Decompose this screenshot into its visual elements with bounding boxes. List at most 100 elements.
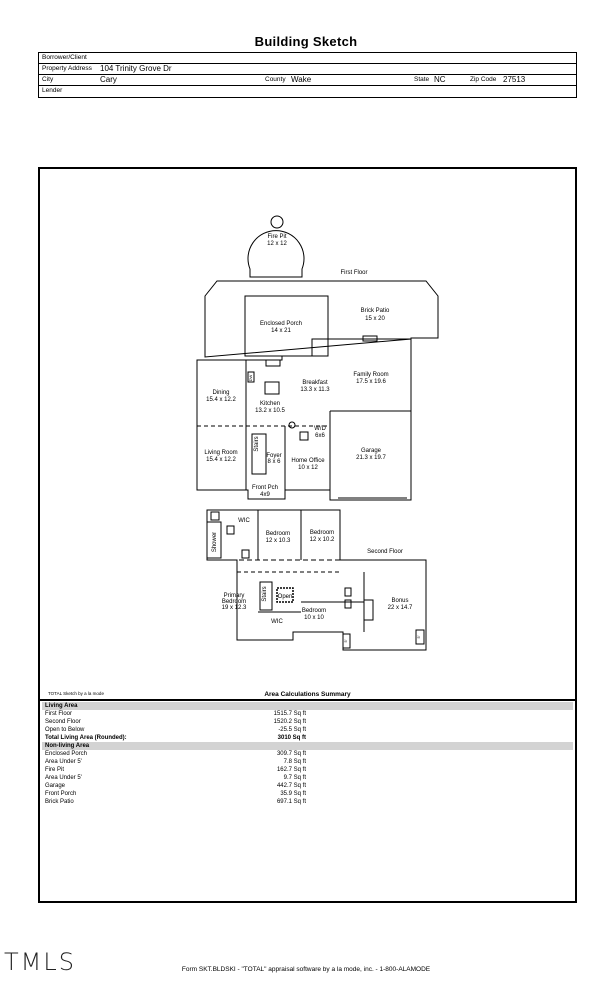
room-bedroom-c-name: Bedroom [302,608,326,614]
property-info-table: Borrower/Client Property Address 104 Tri… [38,52,577,98]
room-wd-dims: 6x6 [315,433,325,439]
fire-pit-name: Fire Pit [267,234,286,240]
shower-label: Shower [212,532,218,552]
sink-a-icon [226,525,235,535]
state-value: NC [434,75,446,84]
zip-label: Zip Code [470,76,497,83]
property-label: Property Address [42,65,92,72]
zip-value: 27513 [503,75,526,84]
room-kitchen-dims: 13.2 x 10.5 [255,408,285,414]
wic-a-label: WIC [238,518,250,524]
lender-label: Lender [42,87,63,94]
room-bedroom-a-name: Bedroom [266,531,290,537]
tmls-logo: TMLS [4,948,76,976]
sink-d-icon [344,599,352,609]
enclosed-porch-outline [244,295,329,357]
room-foyer-dims: 8 x 6 [267,459,281,465]
fire-pit-dims: 12 x 12 [267,241,287,247]
floor-plan-sketch: Fire Pit 12 x 12 First Floor Brick Patio… [196,215,439,651]
calc-row-value: 7.8 Sq ft [283,759,306,765]
range-icon [265,359,281,367]
calc-row-value: -25.5 Sq ft [278,727,306,733]
room-primary-dims: 19 x 12.3 [222,605,247,611]
dw-icon [247,371,255,383]
room-bedroom-a-dims: 12 x 10.3 [266,538,291,544]
sketch-credit: TOTAL Sketch by a la mode [48,691,104,696]
dw-label: DW [248,374,253,381]
patio-outline [204,280,439,358]
calc-row-name: Area Under 5' [45,775,82,781]
calc-row-name: Non-living Area [45,743,90,749]
calc-row-value: 3010 Sq ft [277,735,306,741]
island-icon [264,381,280,395]
property-row: Property Address 104 Trinity Grove Dr [39,64,576,75]
stairs-second-label: Stairs [262,586,268,601]
low-ceiling-b [415,629,425,645]
fire-pit: Fire Pit 12 x 12 [247,215,305,278]
calc-row-name: Area Under 5' [45,759,82,765]
borrower-row: Borrower/Client [39,53,576,64]
tub-icon [363,599,374,621]
sketch-frame: Fire Pit 12 x 12 First Floor Brick Patio… [38,167,577,903]
room-garage-name: Garage [361,448,382,454]
calc-row-name: Front Porch [45,791,77,797]
form-footer: Form SKT.BLDSKI - "TOTAL" appraisal soft… [181,966,431,973]
calc-row-name: Brick Patio [45,799,74,805]
room-brick-patio-name: Brick Patio [361,308,390,314]
room-dining-name: Dining [212,390,229,396]
calc-row-value: 442.7 Sq ft [276,783,306,789]
calc-row: Brick Patio 697.1 Sq ft [42,798,573,806]
room-front-porch-dims: 4x9 [260,492,270,498]
calc-row: First Floor 1515.7 Sq ft [42,710,573,718]
calc-row-name: Total Living Area (Rounded): [45,735,127,741]
calc-row-value: 697.1 Sq ft [276,799,306,805]
calc-row-name: Garage [45,783,66,789]
calc-row-name: Open to Below [45,727,85,733]
lender-row: Lender [39,86,576,97]
sink-c-icon [344,587,352,597]
shower-icon [206,521,222,559]
room-enclosed-porch-name: Enclosed Porch [260,321,302,327]
page-title: Building Sketch [254,34,358,49]
calc-row-value: 9.7 Sq ft [283,775,306,781]
room-bedroom-b-dims: 12 x 10.2 [310,537,335,543]
calc-row-value: 1515.7 Sq ft [273,711,306,717]
calc-row: Area Under 5' 7.8 Sq ft [42,758,573,766]
open-label: Open [278,594,293,600]
room-wd-name: W/D [314,426,326,432]
room-primary-name2: Bedroom [222,599,246,605]
calc-row: Open to Below -25.5 Sq ft [42,726,573,734]
calc-row-value: 1520.2 Sq ft [273,719,306,725]
second-floor-label: Second Floor [367,549,403,555]
stairs-second [259,581,273,611]
calc-row-value: 35.9 Sq ft [280,791,306,797]
low-ceiling-a [342,633,351,649]
calc-row: Living Area [42,702,573,710]
five-ft-b-label: 5' [416,635,421,638]
open-to-below [276,587,294,603]
room-kitchen-name: Kitchen [260,401,280,407]
wd-icon [299,431,309,441]
room-family-name: Family Room [353,372,388,378]
room-living-dims: 15.4 x 12.2 [206,457,236,463]
room-family-dims: 17.5 x 19.6 [356,379,386,385]
room-living-name: Living Room [204,450,237,456]
county-label: County [265,76,286,83]
room-foyer-name: Foyer [266,453,281,459]
room-bonus-name: Bonus [391,598,408,604]
county-value: Wake [291,75,312,84]
room-office-dims: 10 x 12 [298,465,318,471]
calc-row-name: Living Area [45,703,78,709]
calc-row-name: First Floor [45,711,72,717]
calc-row: Garage 442.7 Sq ft [42,782,573,790]
room-bedroom-c-dims: 10 x 10 [304,615,324,621]
room-bonus-dims: 22 x 14.7 [388,605,413,611]
calc-row: Total Living Area (Rounded): 3010 Sq ft [42,734,573,742]
property-value: 104 Trinity Grove Dr [100,64,172,73]
city-row: City Cary County Wake State NC Zip Code … [39,75,576,86]
wic-b-label: WIC [271,619,283,625]
room-primary-name: Primary [224,593,245,599]
